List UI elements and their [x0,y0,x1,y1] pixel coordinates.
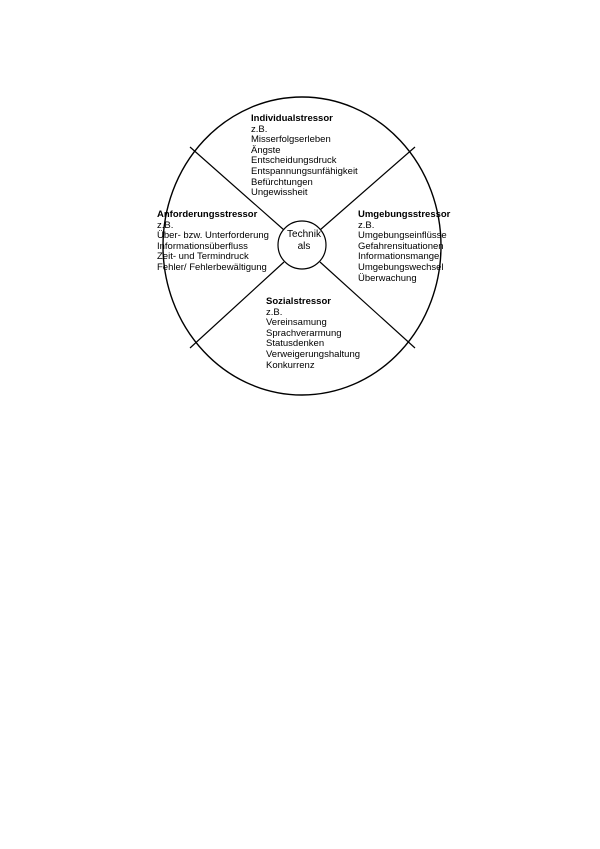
divider-top-left [189,146,285,231]
quadrant-title: Anforderungsstressor [157,209,258,220]
quadrant-item: Sprachverarmung [266,327,342,339]
quadrant-title: Individualstressor [251,113,333,124]
quadrant-item: Umgebungseinflüsse [358,230,447,242]
quadrant-item: z.B. [157,219,174,231]
quadrant-item: Zeit- und Termindruck [157,251,249,263]
quadrant-individualstressor: Individualstressor z.B. Misserfolgserleb… [251,113,358,199]
quadrant-item: Befürchtungen [251,176,313,188]
quadrant-umgebungsstressor: Umgebungsstressor z.B. Umgebungseinflüss… [358,209,451,284]
quadrant-item: Verweigerungshaltung [266,348,361,360]
quadrant-item: z.B. [266,306,283,318]
center-label-line-2: als [297,241,311,252]
quadrant-item: Entscheidungsdruck [251,155,337,167]
quadrant-item: Misserfolgserleben [251,134,331,146]
quadrant-anforderungsstressor: Anforderungsstressor z.B. Über- bzw. Unt… [157,209,269,274]
quadrant-item: Über- bzw. Unterforderung [157,230,269,242]
quadrant-item: Ängste [251,144,281,156]
quadrant-item: Umgebungswechsel [358,261,444,273]
quadrant-item: Informationsmangel [358,251,442,263]
quadrant-item: Überwachung [358,272,417,284]
quadrant-title: Umgebungsstressor [358,209,451,220]
center-circle [277,220,327,270]
quadrant-title: Sozialstressor [266,296,331,307]
divider-bottom-right [319,261,416,349]
outer-ellipse [162,96,442,396]
quadrant-item: Konkurrenz [266,359,315,371]
quadrant-item: Statusdenken [266,338,325,350]
quadrant-item: Gefahrensituationen [358,240,444,252]
center-label: Technik als [278,229,330,253]
quadrant-item: Ungewissheit [251,187,308,199]
quadrant-sozialstressor: Sozialstressor z.B. Vereinsamung Sprachv… [266,296,361,371]
quadrant-item: z.B. [251,123,268,135]
divider-bottom-left [189,261,285,349]
quadrant-item: Informationsüberfluss [157,240,248,252]
quadrant-item: Entspannungsunfähigkeit [251,165,358,177]
quadrant-item: Vereinsamung [266,317,327,329]
quadrant-item: Fehler/ Fehlerbewältigung [157,261,267,273]
center-label-line-1: Technik [287,229,321,240]
divider-top-right [319,146,416,231]
quadrant-item: z.B. [358,219,375,231]
